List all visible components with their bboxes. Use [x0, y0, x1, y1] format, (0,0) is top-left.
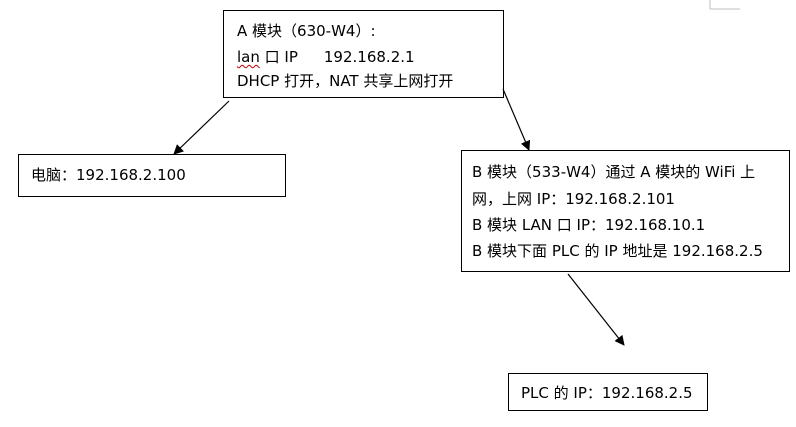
plc-box[interactable]: PLC 的 IP：192.168.2.5	[508, 373, 708, 411]
pc-box[interactable]: 电脑：192.168.2.100	[18, 154, 286, 197]
plc-ip-line: PLC 的 IP：192.168.2.5	[521, 384, 693, 402]
pc-ip-line: 电脑：192.168.2.100	[31, 166, 186, 184]
module-a-dhcp-nat-line: DHCP 打开，NAT 共享上网打开	[237, 72, 454, 90]
module-b-box[interactable]: B 模块（533-W4）通过 A 模块的 WiFi 上 网，上网 IP：192.…	[461, 150, 790, 272]
module-a-port-label: 口 IP	[259, 48, 298, 66]
module-a-lan-label: lan	[237, 48, 260, 66]
module-b-lan-ip-line: B 模块 LAN 口 IP：192.168.10.1	[472, 216, 706, 234]
module-b-line-2: 网，上网 IP：192.168.2.101	[472, 190, 675, 208]
module-a-lan-ip-line: lan 口 IP 192.168.2.1	[237, 50, 415, 65]
module-a-ip-value: 192.168.2.1	[323, 48, 415, 66]
arrow-a-to-b	[502, 88, 531, 151]
arrow-b-to-plc	[567, 273, 625, 346]
module-b-line-1: B 模块（533-W4）通过 A 模块的 WiFi 上	[472, 163, 756, 181]
arrow-a-to-pc	[173, 100, 230, 155]
module-b-plc-ip-line: B 模块下面 PLC 的 IP 地址是 192.168.2.5	[472, 242, 763, 260]
module-a-title: A 模块（630-W4）:	[237, 22, 376, 40]
module-a-box[interactable]: A 模块（630-W4）: lan 口 IP 192.168.2.1 DHCP 打…	[223, 10, 504, 98]
